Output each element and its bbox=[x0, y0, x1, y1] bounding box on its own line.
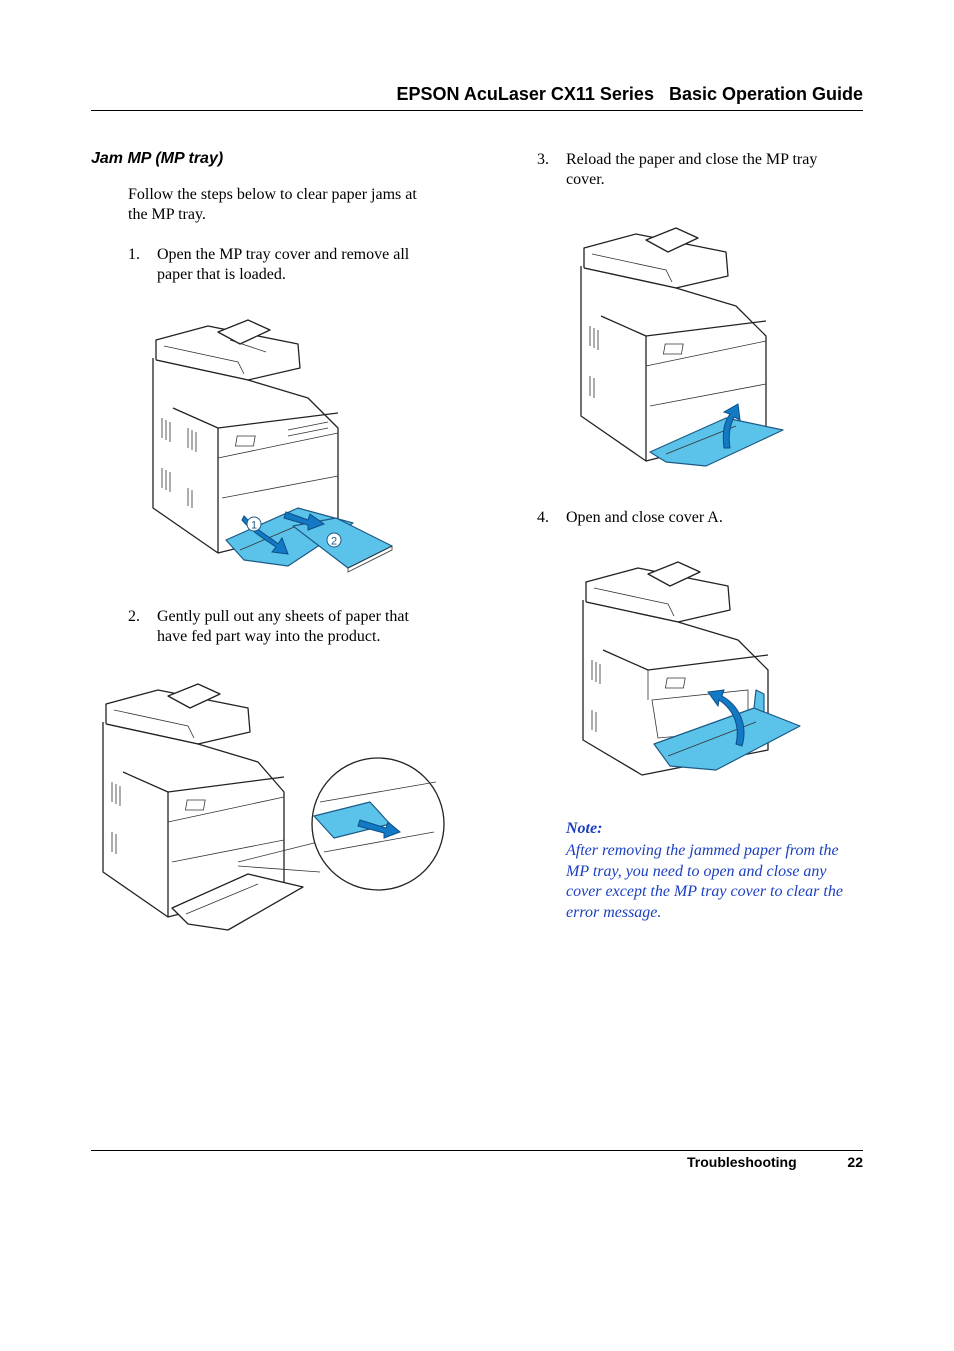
footer-section-label: Troubleshooting bbox=[687, 1154, 797, 1170]
note-line: After removing the jammed paper from the bbox=[566, 842, 839, 859]
step-line: have fed part way into the product. bbox=[157, 628, 381, 645]
step-3: 3. Reload the paper and close the MP tra… bbox=[537, 150, 867, 190]
step-number: 2. bbox=[128, 608, 140, 625]
intro-line: the MP tray. bbox=[128, 206, 206, 223]
note-line: cover except the MP tray cover to clear … bbox=[566, 883, 843, 900]
note-line: error message. bbox=[566, 903, 662, 921]
figure-step4-printer bbox=[582, 561, 801, 776]
step-number: 3. bbox=[537, 151, 549, 168]
step-line: cover. bbox=[566, 171, 605, 188]
callout-2: 2 bbox=[331, 536, 337, 548]
page-number: 22 bbox=[847, 1154, 863, 1170]
step-4: 4. Open and close cover A. bbox=[537, 508, 867, 528]
step-line: Gently pull out any sheets of paper that bbox=[157, 608, 409, 625]
footer-rule bbox=[91, 1150, 863, 1151]
step-line: Reload the paper and close the MP tray bbox=[566, 151, 818, 168]
header-rule bbox=[91, 110, 863, 111]
step-number: 1. bbox=[128, 246, 140, 263]
figure-step1-printer: 1 2 bbox=[152, 319, 393, 573]
step-number: 4. bbox=[537, 509, 549, 526]
note-body: After removing the jammed paper from the… bbox=[566, 841, 843, 923]
step-1: 1. Open the MP tray cover and remove all… bbox=[128, 245, 468, 285]
step-line: paper that is loaded. bbox=[157, 266, 286, 283]
figure-step2-printer bbox=[102, 683, 445, 931]
step-2: 2. Gently pull out any sheets of paper t… bbox=[128, 607, 468, 647]
figure-step3-printer bbox=[580, 227, 784, 467]
note-heading: Note: bbox=[566, 820, 603, 837]
callout-1: 1 bbox=[251, 520, 257, 532]
intro-line: Follow the steps below to clear paper ja… bbox=[128, 186, 417, 203]
header-title: EPSON AcuLaser CX11 Series Basic Operati… bbox=[396, 84, 863, 104]
step-line: Open the MP tray cover and remove all bbox=[157, 246, 410, 263]
note-line: MP tray, you need to open and close any bbox=[566, 862, 827, 880]
intro-paragraph: Follow the steps below to clear paper ja… bbox=[128, 185, 417, 225]
step-line: Open and close cover A. bbox=[566, 509, 723, 526]
section-title: Jam MP (MP tray) bbox=[91, 150, 224, 167]
